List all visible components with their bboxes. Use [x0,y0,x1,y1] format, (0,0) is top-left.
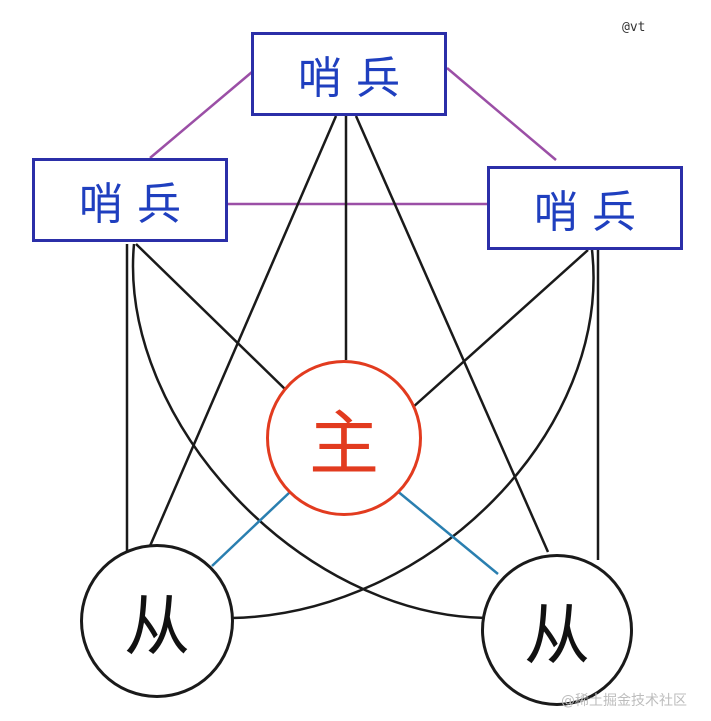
sentinel-node-right: 哨兵 [487,166,683,250]
replication-master-to-slave-right [395,489,499,575]
sentinel-node-right-label: 哨兵 [534,187,650,238]
slave-node-right-label: 从 [524,597,590,674]
monitor-left-to-master [135,243,289,393]
slave-node-left-label: 从 [124,588,190,665]
slave-node-left: 从 [80,544,234,698]
watermark: @稀土掘金技术社区 [561,693,687,709]
replication-master-to-slave-left [211,491,291,567]
slave-node-right: 从 [481,554,633,706]
sentinel-node-left: 哨兵 [32,158,228,242]
monitor-left-to-slave-right [131,243,487,620]
monitor-right-to-master [411,249,589,409]
sentinel-link-top-left [149,71,253,159]
sentinel-link-top-right [446,67,557,161]
master-node-label: 主 [309,402,379,485]
monitor-right-to-slave-left [231,249,595,620]
master-node: 主 [266,360,422,516]
author-mark: @vt [622,20,646,35]
sentinel-node-left-label: 哨兵 [79,179,195,230]
sentinel-node-top: 哨兵 [251,32,447,116]
sentinel-node-top-label: 哨兵 [298,53,414,104]
monitor-top-to-slave-left [148,115,338,547]
monitor-top-to-slave-right [354,115,550,553]
